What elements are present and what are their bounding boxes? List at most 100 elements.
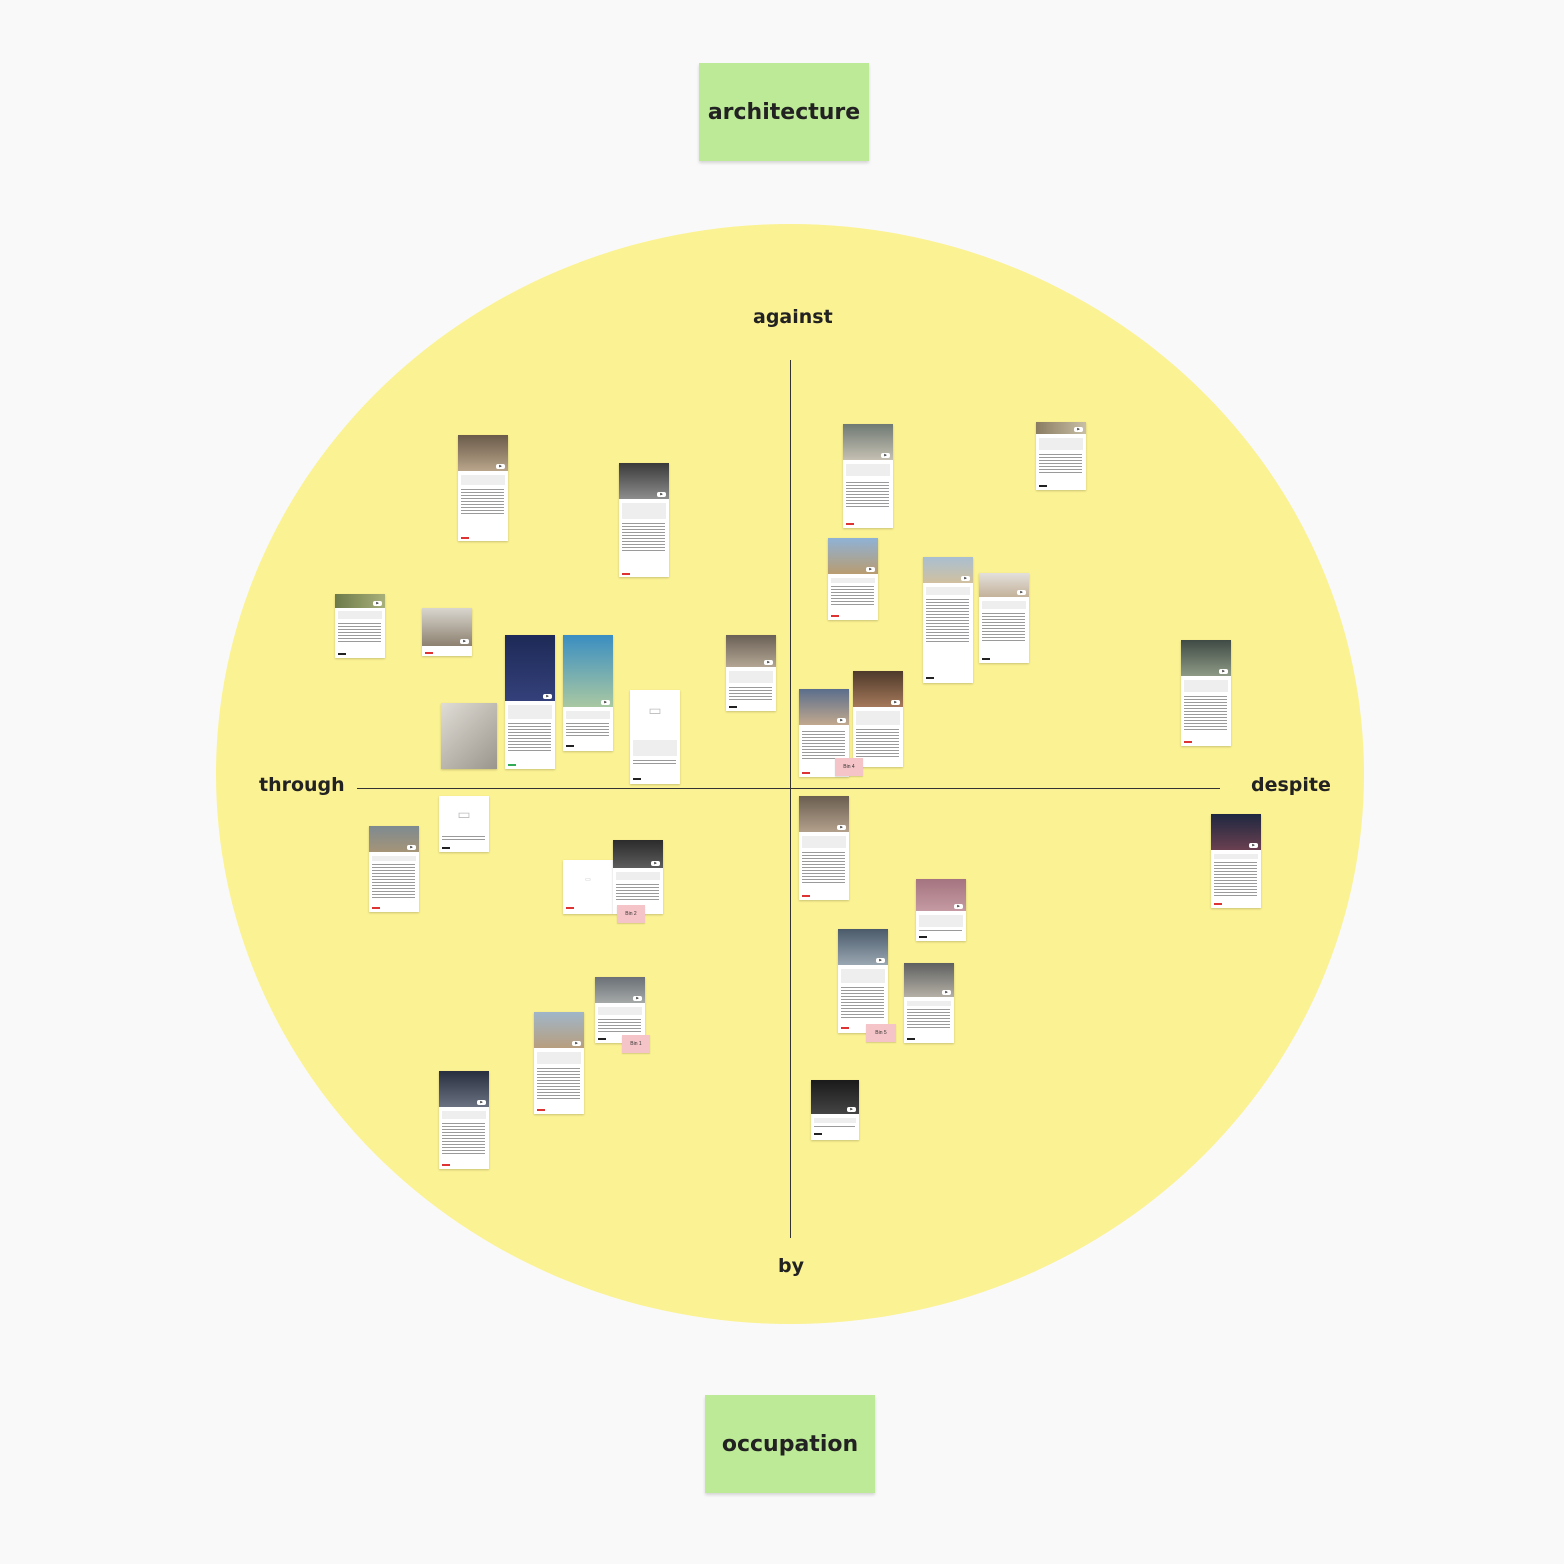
- source-icon: [461, 537, 469, 539]
- source-icon: [919, 936, 927, 938]
- content-card[interactable]: ▭: [563, 860, 613, 914]
- source-icon: [802, 895, 810, 897]
- content-card[interactable]: ▶: [422, 608, 472, 656]
- card-title: [907, 1001, 951, 1006]
- content-card[interactable]: [441, 703, 497, 769]
- source-icon: [338, 653, 346, 655]
- content-card[interactable]: ▶: [439, 1071, 489, 1169]
- view-badge: ▶: [657, 492, 666, 497]
- content-card[interactable]: ▶: [369, 826, 419, 912]
- axis-label-through: through: [259, 774, 345, 796]
- content-card[interactable]: ▶: [619, 463, 669, 577]
- view-badge: ▶: [1249, 843, 1258, 848]
- content-card[interactable]: ▶: [916, 879, 966, 941]
- content-card[interactable]: ▶: [799, 796, 849, 900]
- content-card[interactable]: ▶: [828, 538, 878, 620]
- card-thumbnail: ▶: [534, 1012, 584, 1048]
- card-description: [802, 852, 845, 885]
- content-card[interactable]: ▶: [613, 840, 663, 914]
- card-title: [841, 969, 885, 983]
- card-description: [856, 729, 899, 759]
- card-thumbnail: ▶: [979, 573, 1029, 597]
- view-badge: ▶: [866, 567, 875, 572]
- view-badge: ▶: [961, 576, 970, 581]
- source-icon: [1184, 741, 1192, 743]
- content-card[interactable]: ▶: [563, 635, 613, 751]
- card-description: [622, 523, 665, 553]
- card-thumbnail: ▶: [799, 689, 849, 725]
- card-title: [372, 856, 416, 861]
- card-title: [1039, 438, 1083, 450]
- card-title: [856, 711, 900, 725]
- card-thumbnail: ▶: [828, 538, 878, 574]
- card-title: [831, 578, 875, 583]
- content-card[interactable]: ▶: [799, 689, 849, 777]
- content-card[interactable]: ▶: [838, 929, 888, 1033]
- card-description: [1039, 454, 1082, 475]
- card-title: [1214, 854, 1258, 859]
- card-description: [616, 884, 659, 902]
- card-thumbnail: ▶: [1211, 814, 1261, 850]
- source-icon: [846, 523, 854, 525]
- image-placeholder-icon: ▭: [585, 876, 591, 883]
- view-badge: ▶: [876, 958, 885, 963]
- content-card[interactable]: ▶: [853, 671, 903, 767]
- card-thumbnail: ▶: [904, 963, 954, 997]
- card-description: [338, 623, 381, 644]
- bin-tag-1[interactable]: Bin 1: [622, 1035, 650, 1053]
- bin-tag-4[interactable]: Bin 4: [835, 758, 863, 776]
- content-card[interactable]: ▶: [458, 435, 508, 541]
- source-icon: [442, 1164, 450, 1166]
- card-thumbnail: ▶: [613, 840, 663, 868]
- content-card[interactable]: ▶: [843, 424, 893, 528]
- card-description: [729, 687, 772, 702]
- content-card[interactable]: ▶: [505, 635, 555, 769]
- card-description: [372, 864, 415, 900]
- bin-tag-2[interactable]: Bin 2: [617, 905, 645, 923]
- bin-tag-5[interactable]: Bin 5: [866, 1024, 896, 1042]
- view-badge: ▶: [1074, 427, 1083, 432]
- view-badge: ▶: [954, 904, 963, 909]
- source-icon: [425, 652, 433, 654]
- content-card[interactable]: ▶: [979, 573, 1029, 663]
- content-card[interactable]: ▶: [811, 1080, 859, 1140]
- content-card[interactable]: ▶: [1036, 422, 1086, 490]
- source-icon: [622, 573, 630, 575]
- card-description: [508, 723, 551, 753]
- card-thumbnail: ▶: [726, 635, 776, 667]
- content-card[interactable]: ▶: [726, 635, 776, 711]
- card-title: [508, 705, 552, 719]
- content-card[interactable]: ▶: [534, 1012, 584, 1114]
- card-description: [442, 1123, 485, 1156]
- view-badge: ▶: [881, 453, 890, 458]
- card-thumbnail: ▶: [505, 635, 555, 701]
- source-icon: [1214, 903, 1222, 905]
- sticky-architecture[interactable]: architecture: [699, 63, 869, 161]
- card-title: [616, 872, 660, 880]
- card-title: [461, 475, 505, 485]
- content-card[interactable]: ▶: [1181, 640, 1231, 746]
- source-icon: [982, 658, 990, 660]
- card-title: [802, 836, 846, 848]
- view-badge: ▶: [572, 1041, 581, 1046]
- content-card[interactable]: ▭: [630, 690, 680, 784]
- card-description: [982, 613, 1025, 643]
- content-card[interactable]: ▶: [904, 963, 954, 1043]
- content-card[interactable]: ▶: [1211, 814, 1261, 908]
- card-description: [919, 930, 962, 933]
- source-icon: [814, 1133, 822, 1135]
- card-thumbnail: ▶: [563, 635, 613, 707]
- source-icon: [907, 1038, 915, 1040]
- view-badge: ▶: [847, 1107, 856, 1112]
- sticky-occupation[interactable]: occupation: [705, 1395, 875, 1493]
- view-badge: ▶: [373, 601, 382, 606]
- source-icon: [566, 745, 574, 747]
- content-card[interactable]: ▭: [439, 796, 489, 852]
- content-card[interactable]: ▶: [335, 594, 385, 658]
- view-badge: ▶: [601, 700, 610, 705]
- map-thumbnail: [441, 703, 497, 769]
- content-card[interactable]: ▶: [595, 977, 645, 1043]
- content-card[interactable]: ▶: [923, 557, 973, 683]
- source-icon: [802, 772, 810, 774]
- card-title: [338, 611, 382, 619]
